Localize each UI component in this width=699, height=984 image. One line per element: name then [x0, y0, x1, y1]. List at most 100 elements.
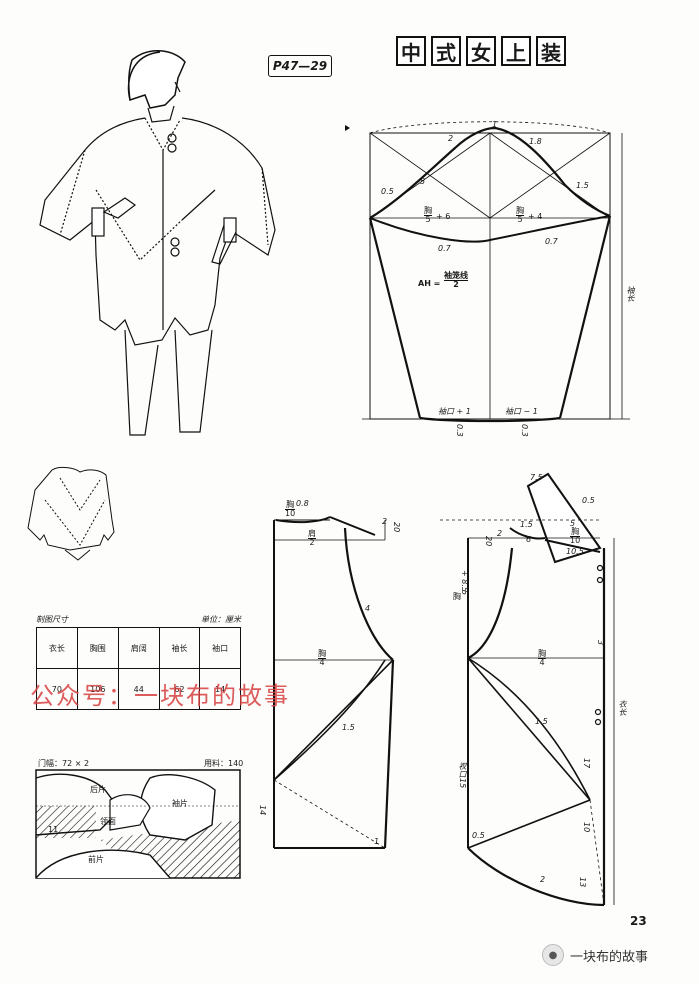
size-table-unit: 单位：厘米 — [201, 615, 241, 624]
brand-badge[interactable]: ● 一块布的故事 — [542, 944, 648, 966]
sleeve-right-top: 1.8 — [529, 137, 542, 146]
back-view-illustration — [27, 466, 115, 561]
front-figure-illustration — [39, 49, 276, 436]
front-mark-10: 10 — [582, 822, 591, 833]
front-slit: 衩口15 — [458, 762, 467, 789]
front-mark-20: 20 — [484, 536, 493, 547]
front-length-label: 衣长 — [618, 700, 627, 716]
size-table-heading: 制图尺寸 — [36, 615, 68, 624]
front-neck-formula: 胸 10 — [570, 527, 581, 546]
sleeve-front-num: 胸 — [424, 206, 432, 215]
front-chest-den: 4 — [538, 658, 546, 668]
front-mark-17: 17 — [582, 758, 591, 769]
front-depth-formula: 胸 — [452, 592, 462, 602]
page-title: 中 式 女 上 装 — [396, 36, 566, 66]
front-mark-6: 6 — [526, 535, 532, 544]
front-bodice-draft — [440, 472, 615, 907]
sleeve-right-07: 0.7 — [545, 237, 558, 246]
page-number: 23 — [630, 914, 647, 928]
size-value-cell: 44 — [117, 668, 160, 710]
layout-facing: 领面 — [100, 817, 116, 826]
sleeve-draft — [362, 121, 630, 423]
pattern-code: P47—29 — [268, 55, 332, 77]
size-value-cell: 106 — [76, 668, 119, 710]
back-mark-2: 2 — [382, 517, 388, 526]
sleeve-back-add: + 4 — [528, 212, 543, 221]
back-mark-14: 14 — [258, 805, 267, 816]
sleeve-front-den: 5 — [424, 215, 432, 225]
back-chest-den: 4 — [318, 658, 326, 668]
back-mark-15: 1.5 — [342, 723, 355, 732]
front-neck-den: 10 — [570, 536, 581, 546]
back-mark-20: 20 — [392, 522, 401, 533]
sleeve-cuff-left: 袖口 + 1 — [438, 407, 471, 416]
title-char: 装 — [536, 36, 566, 66]
front-chest-formula: 胸 4 — [538, 649, 546, 668]
size-table-grid: 衣长 胸围 肩阔 袖长 袖口 70 106 44 62 14 — [36, 627, 241, 710]
back-mark-4: 4 — [365, 604, 371, 613]
front-mark-15b: 1.5 — [535, 717, 548, 726]
sleeve-length-label: 袖长 — [626, 286, 635, 302]
size-header-cell: 胸围 — [76, 627, 119, 669]
table-row: 70 106 44 62 14 — [36, 668, 241, 710]
front-top-75: 7.5 — [530, 473, 543, 482]
watermark: 公众号：一块布的故事 — [30, 682, 290, 710]
layout-mark-11: 11 — [48, 825, 59, 834]
sleeve-cuff-right: 袖口 − 1 — [505, 407, 538, 416]
layout-back-piece: 后片 — [90, 785, 106, 794]
size-header-cell: 肩阔 — [117, 627, 160, 669]
sleeve-back-den: 5 — [516, 215, 524, 225]
sleeve-ah-den: 2 — [444, 280, 468, 289]
front-chest-num: 胸 — [538, 649, 546, 658]
sleeve-ah-formula: 袖笼线 2 — [444, 271, 468, 290]
size-header-cell: 袖口 — [199, 627, 241, 669]
layout-front-piece: 前片 — [88, 855, 104, 864]
fabric-use: 用料：140 — [204, 759, 244, 768]
title-char: 式 — [431, 36, 461, 66]
front-mark-3: 3 — [596, 640, 605, 646]
size-table: 制图尺寸 单位：厘米 衣长 胸围 肩阔 袖长 袖口 70 106 44 62 1… — [36, 614, 241, 710]
front-top-5: 5 — [570, 519, 576, 528]
sleeve-cuff-03b: 0.3 — [520, 424, 529, 437]
sleeve-left-5: 5 — [420, 177, 426, 186]
front-mark-2: 2 — [497, 529, 503, 538]
sleeve-ah-num: 袖笼线 — [444, 271, 468, 280]
sleeve-front-add: + 6 — [436, 212, 451, 221]
front-top-05: 0.5 — [582, 496, 595, 505]
front-depth-add: + 8.5 — [460, 570, 469, 592]
sleeve-top-mark: 1 — [492, 120, 498, 129]
front-neck-num: 胸 — [571, 527, 580, 536]
back-neck-formula: 胸 10 — [285, 500, 296, 519]
back-mark-1: 1 — [374, 837, 380, 846]
front-depth-num: 胸 — [452, 592, 462, 600]
size-value-cell: 14 — [199, 668, 241, 710]
back-bodice-draft — [273, 516, 395, 849]
front-mark-15: 1.5 — [520, 520, 533, 529]
size-header-cell: 袖长 — [158, 627, 201, 669]
front-mark-05: 0.5 — [472, 831, 485, 840]
table-row: 衣长 胸围 肩阔 袖长 袖口 — [36, 627, 241, 669]
sleeve-left-top: 2 — [448, 134, 454, 143]
back-chest-num: 胸 — [318, 649, 326, 658]
back-neck-num: 胸 — [286, 500, 295, 509]
back-neck-add: 0.8 — [296, 499, 309, 508]
brand-name: 一块布的故事 — [570, 949, 649, 965]
sleeve-back-num: 胸 — [516, 206, 524, 215]
back-shoulder-formula: 肩 2 — [308, 529, 316, 548]
sleeve-left-07: 0.7 — [438, 244, 451, 253]
front-mark-2b: 2 — [540, 875, 546, 884]
title-char: 女 — [466, 36, 496, 66]
sleeve-right-15: 1.5 — [576, 181, 589, 190]
size-header-cell: 衣长 — [36, 627, 78, 669]
title-char: 中 — [396, 36, 426, 66]
section-marker-icon — [345, 125, 350, 131]
front-depth-den: 5 — [460, 590, 469, 596]
front-mark-13: 13 — [578, 877, 587, 888]
back-neck-den: 10 — [285, 509, 296, 519]
layout-sleeve-piece: 袖片 — [172, 799, 188, 808]
back-shoulder-num: 肩 — [308, 529, 316, 538]
sleeve-ah-label: AH = — [418, 279, 441, 288]
front-mark-105: 10.5 — [566, 547, 584, 556]
sleeve-cuff-03a: 0.3 — [455, 424, 464, 437]
